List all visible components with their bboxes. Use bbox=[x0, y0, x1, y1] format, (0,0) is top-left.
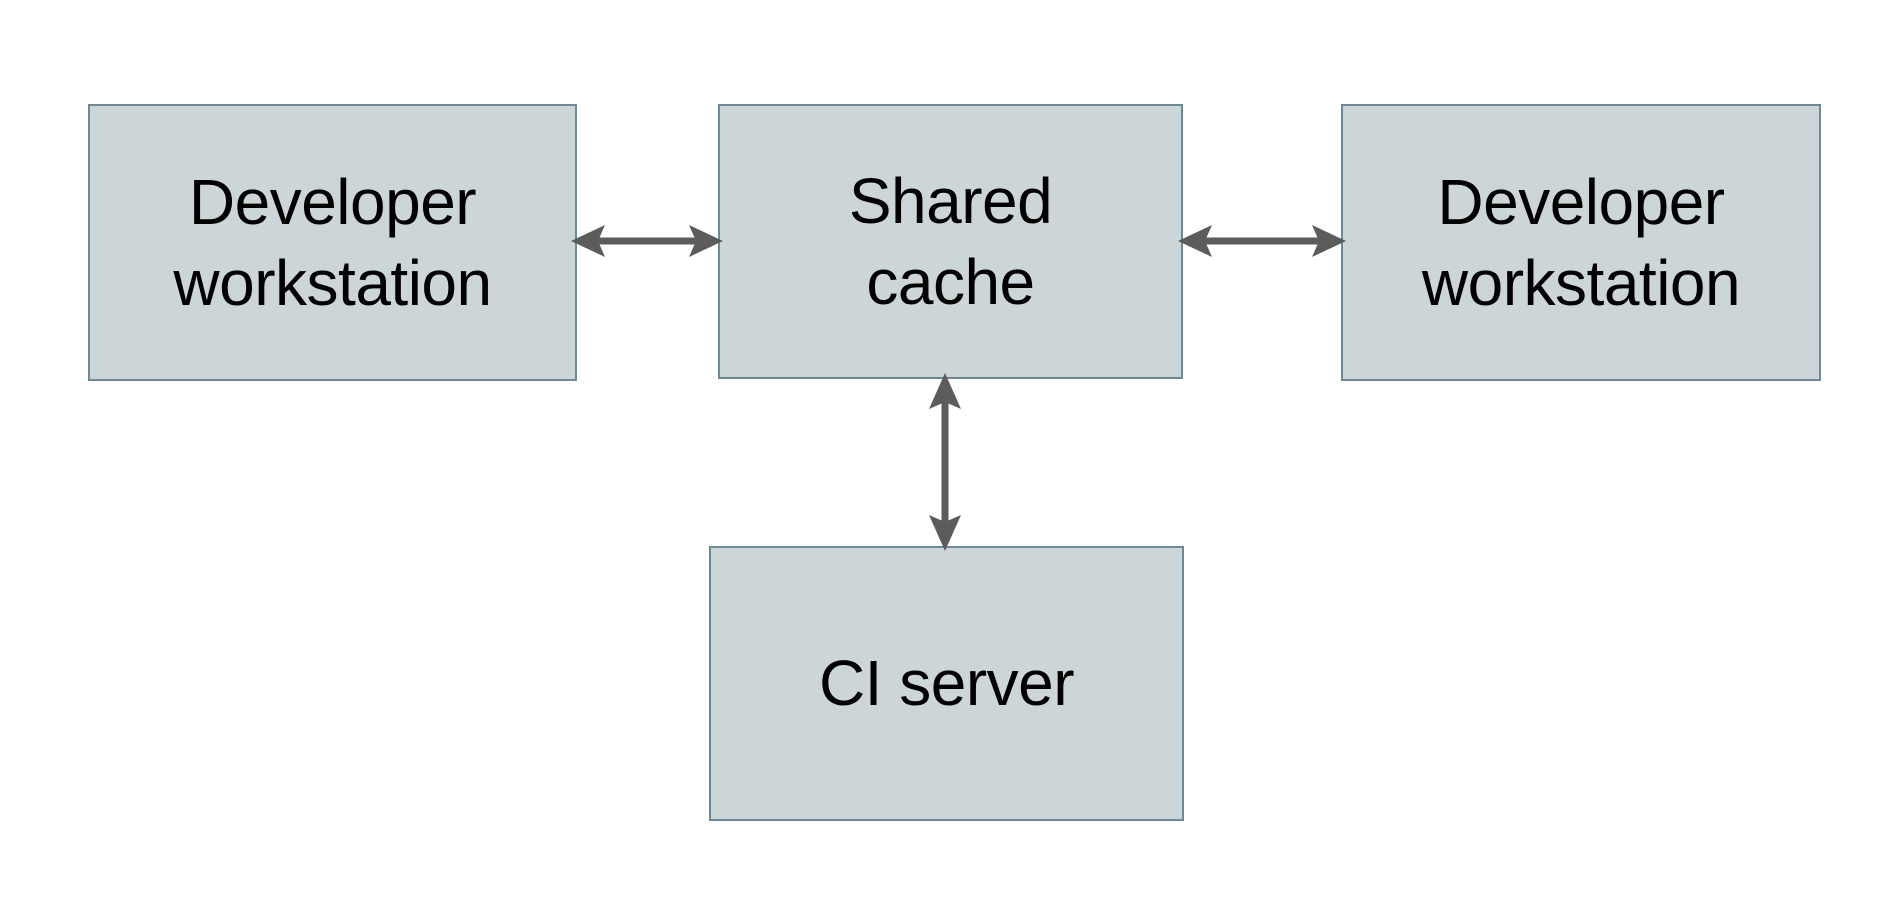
node-ci-server[interactable]: CI server bbox=[709, 546, 1184, 821]
node-developer-workstation-left[interactable]: Developer workstation bbox=[88, 104, 577, 381]
node-label: Developer workstation bbox=[1421, 165, 1741, 319]
double-headed-arrow-icon bbox=[1178, 225, 1346, 257]
double-headed-arrow-icon bbox=[571, 225, 723, 257]
node-label: Developer workstation bbox=[173, 165, 492, 319]
node-developer-workstation-right[interactable]: Developer workstation bbox=[1341, 104, 1821, 381]
connector-dev-left-to-shared-cache[interactable] bbox=[571, 212, 723, 270]
node-label: Shared cache bbox=[848, 164, 1053, 318]
node-shared-cache[interactable]: Shared cache bbox=[718, 104, 1183, 379]
connector-shared-cache-to-dev-right[interactable] bbox=[1178, 212, 1346, 270]
node-label: CI server bbox=[818, 647, 1075, 720]
connector-shared-cache-to-ci-server[interactable] bbox=[916, 373, 974, 551]
double-headed-arrow-icon bbox=[929, 373, 961, 551]
